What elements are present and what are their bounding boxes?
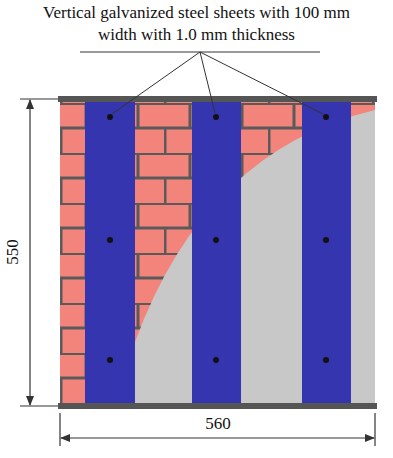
bottom-bar: [58, 403, 377, 409]
dimension-lines: [20, 99, 375, 446]
brick-wall: [60, 100, 375, 405]
steel-sheet: [192, 100, 241, 405]
callout-text: Vertical galvanized steel sheets with 10…: [30, 2, 363, 46]
dimension-text: 550: [3, 237, 23, 267]
steel-sheet: [85, 100, 135, 405]
leader-lines: [80, 52, 323, 114]
anchor-dots: [107, 114, 329, 363]
dimension-text: 560: [203, 414, 233, 434]
steel-sheet: [302, 100, 351, 405]
top-bar: [58, 96, 377, 102]
